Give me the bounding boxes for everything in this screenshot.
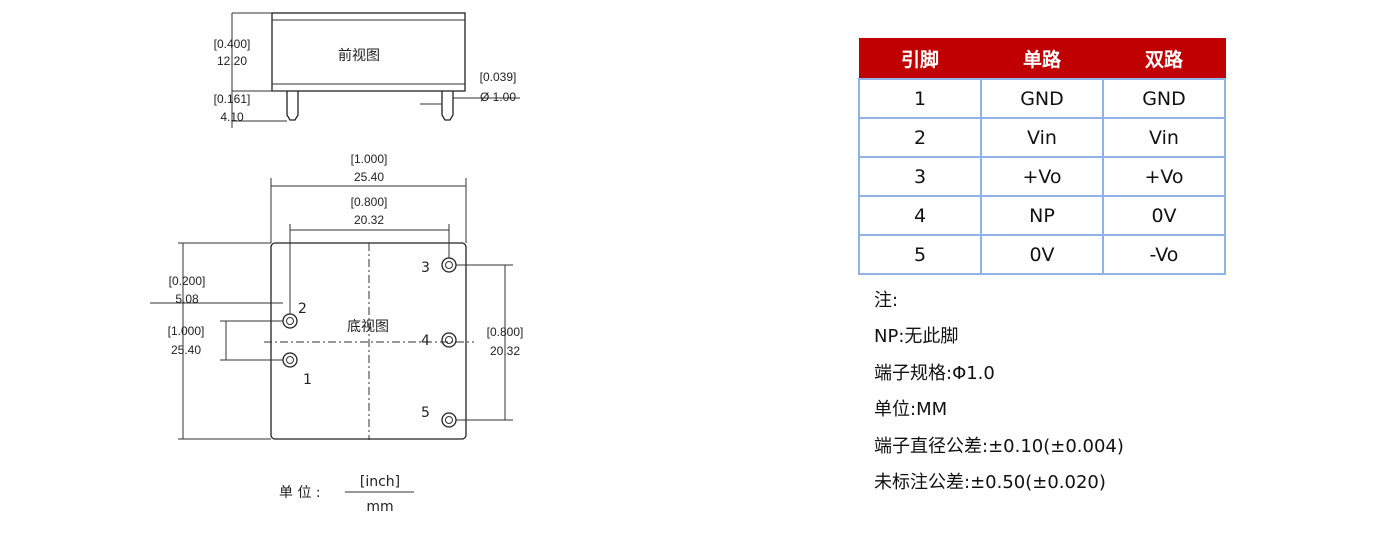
front-view: 前视图 [0.400] 12.20 [0.161] 4.10 [0.039] Ø… — [214, 12, 520, 128]
cell-pin: 3 — [858, 156, 982, 197]
cell-pin: 2 — [858, 117, 982, 158]
right-span-inch: [0.800] — [487, 325, 524, 339]
pin-offset-mm: 5.08 — [175, 292, 199, 306]
cell-single: NP — [980, 195, 1104, 236]
note-np: NP:无此脚 — [874, 326, 959, 348]
cell-pin: 5 — [858, 234, 982, 275]
bottom-width-mm: 25.40 — [354, 170, 384, 184]
pin-3-label: 3 — [421, 260, 430, 276]
pin-definition-table: 引脚 单路 双路 1 GND GND 2 Vin Vin 3 +Vo +Vo 4… — [858, 38, 1226, 275]
header-pin: 引脚 — [858, 38, 982, 80]
cell-single: 0V — [980, 234, 1104, 275]
header-single: 单路 — [980, 38, 1104, 80]
note-terminal-spec: 端子规格:Φ1.0 — [874, 362, 995, 384]
cell-pin: 1 — [858, 78, 982, 119]
unit-numerator: [inch] — [360, 474, 400, 490]
header-dual: 双路 — [1102, 38, 1226, 80]
pin-5-label: 5 — [421, 405, 430, 421]
front-pin-left — [286, 91, 299, 121]
notes-section: 注: NP:无此脚 端子规格:Φ1.0 单位:MM 端子直径公差:±0.10(±… — [874, 283, 1124, 501]
note-unit: 单位:MM — [874, 399, 948, 421]
pin-2-label: 2 — [298, 301, 307, 317]
bottom-view: 底视图 1 2 3 4 5 [1.000] 25.40 — [150, 152, 523, 440]
notes-heading: 注: — [874, 290, 899, 311]
table-row: 2 Vin Vin — [858, 117, 1226, 158]
table-row: 5 0V -Vo — [858, 234, 1226, 275]
unit-denominator: mm — [366, 499, 393, 515]
note-general-tolerance: 未标注公差:±0.50(±0.020) — [874, 472, 1106, 494]
cell-single: +Vo — [980, 156, 1104, 197]
cell-dual: GND — [1102, 78, 1226, 119]
pin-3: 3 — [421, 257, 457, 276]
right-span-mm: 20.32 — [490, 344, 520, 358]
front-view-body — [271, 12, 466, 92]
table-header-row: 引脚 单路 双路 — [858, 38, 1226, 80]
pin-span-inch: [0.800] — [351, 195, 388, 209]
pin-dia-mm: Ø 1.00 — [480, 90, 516, 104]
table-row: 4 NP 0V — [858, 195, 1226, 236]
pin-dia-inch: [0.039] — [480, 70, 517, 84]
pin-length-mm: 4.10 — [220, 110, 244, 124]
cell-dual: +Vo — [1102, 156, 1226, 197]
bottom-height-inch: [1.000] — [168, 324, 205, 338]
front-view-title: 前视图 — [338, 47, 380, 64]
pin-offset-inch: [0.200] — [169, 274, 206, 288]
pin-4: 4 — [421, 332, 457, 349]
note-terminal-tolerance: 端子直径公差:±0.10(±0.004) — [874, 435, 1124, 457]
cell-dual: 0V — [1102, 195, 1226, 236]
mechanical-drawing: 前视图 [0.400] 12.20 [0.161] 4.10 [0.039] Ø… — [150, 12, 523, 515]
pin-4-label: 4 — [421, 333, 430, 349]
pin-5: 5 — [421, 405, 457, 428]
table-row: 3 +Vo +Vo — [858, 156, 1226, 197]
front-height-inch: [0.400] — [214, 37, 251, 51]
front-pin-right — [441, 91, 454, 121]
pin-1-label: 1 — [303, 372, 312, 388]
bottom-view-title: 底视图 — [347, 319, 389, 335]
pin-2: 2 — [282, 301, 307, 329]
pin-1: 1 — [282, 352, 312, 388]
pin-span-mm: 20.32 — [354, 213, 384, 227]
unit-legend: 单 位 : [inch] mm — [279, 474, 414, 515]
cell-single: Vin — [980, 117, 1104, 158]
pin-length-inch: [0.161] — [214, 92, 251, 106]
cell-pin: 4 — [858, 195, 982, 236]
table-row: 1 GND GND — [858, 78, 1226, 119]
bottom-width-inch: [1.000] — [351, 152, 388, 166]
cell-dual: Vin — [1102, 117, 1226, 158]
front-height-mm: 12.20 — [217, 54, 247, 68]
cell-single: GND — [980, 78, 1104, 119]
unit-prefix: 单 位 : — [279, 485, 321, 501]
cell-dual: -Vo — [1102, 234, 1226, 275]
bottom-height-mm: 25.40 — [171, 343, 201, 357]
